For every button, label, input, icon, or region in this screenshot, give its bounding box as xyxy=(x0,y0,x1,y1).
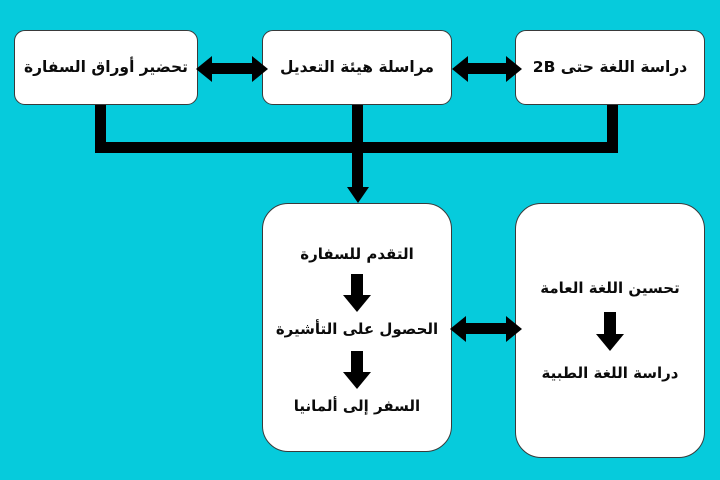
arrow-shaft xyxy=(208,63,252,74)
step-label-visa: الحصول على التأشيرة xyxy=(275,320,439,339)
node-label: دراسة اللغة حتى B2 xyxy=(532,57,688,76)
arrow-shaft xyxy=(464,63,506,74)
merge-center-shaft xyxy=(352,105,363,188)
arrow-head-right xyxy=(252,55,268,82)
arrow-head-left xyxy=(196,55,212,82)
node-language-b2[interactable]: دراسة اللغة حتى B2 xyxy=(515,30,705,105)
arrow-shaft xyxy=(351,350,363,374)
arrow-shaft xyxy=(462,323,508,334)
node-label: تحضير أوراق السفارة xyxy=(23,57,189,76)
node-embassy-chain[interactable]: التقدم للسفارة الحصول على التأشيرة السفر… xyxy=(262,203,452,452)
node-recognition[interactable]: مراسلة هيئة التعديل xyxy=(262,30,452,105)
arrow-head-down xyxy=(596,333,624,351)
merge-arrow-head xyxy=(346,187,369,203)
node-label: مراسلة هيئة التعديل xyxy=(280,57,434,76)
step-label-general-language: تحسين اللغة العامة xyxy=(540,278,680,297)
merge-stub-right xyxy=(607,105,618,153)
arrow-head-right xyxy=(506,315,522,342)
arrow-general-to-medical xyxy=(596,311,624,352)
step-label-medical-language: دراسة اللغة الطبية xyxy=(541,363,679,382)
arrow-head-right xyxy=(506,55,522,82)
arrow-visa-to-travel xyxy=(343,350,371,389)
arrow-shaft xyxy=(351,274,363,298)
arrow-shaft xyxy=(604,311,616,336)
node-language-chain[interactable]: تحسين اللغة العامة دراسة اللغة الطبية xyxy=(515,203,705,458)
arrow-head-left xyxy=(450,315,466,342)
merge-stub-left xyxy=(95,105,106,153)
arrow-apply-to-visa xyxy=(343,274,371,313)
step-label-travel: السفر إلى ألمانيا xyxy=(293,396,421,415)
arrow-head-down xyxy=(343,295,371,313)
node-visa-papers[interactable]: تحضير أوراق السفارة xyxy=(14,30,198,105)
arrow-head-left xyxy=(452,55,468,82)
arrow-head-down xyxy=(343,371,371,389)
step-label-apply: التقدم للسفارة xyxy=(300,245,414,264)
